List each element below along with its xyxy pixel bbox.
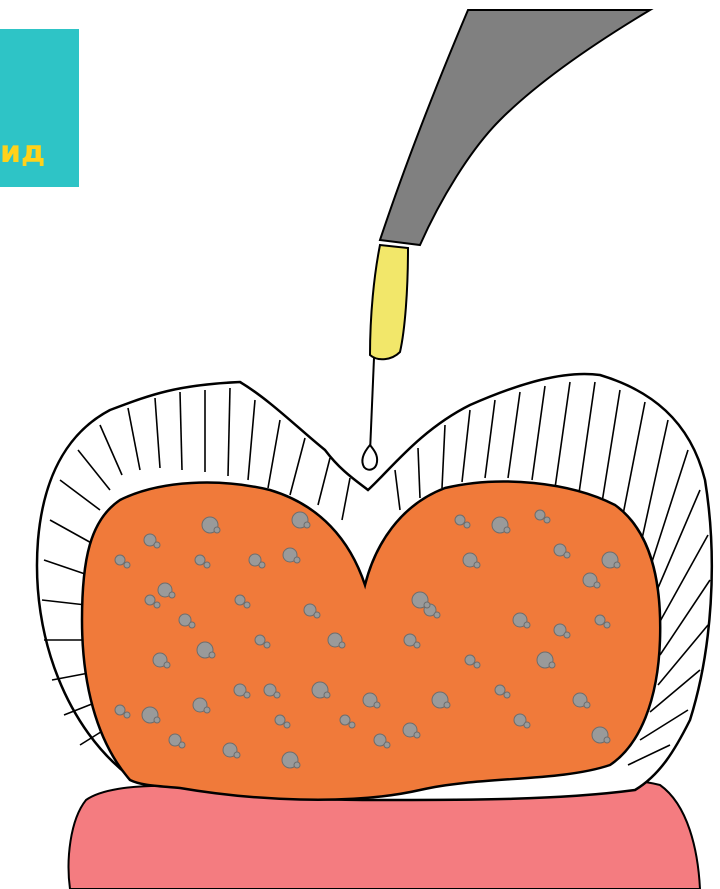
drop-thread (370, 358, 374, 452)
particle (414, 732, 420, 738)
particle (564, 632, 570, 638)
applicator-icon (380, 10, 650, 245)
particle (444, 702, 450, 708)
particle (204, 707, 210, 713)
particle (384, 742, 390, 748)
particle (284, 722, 290, 728)
particle (259, 562, 265, 568)
particle (549, 662, 555, 668)
particle (314, 612, 320, 618)
particle (564, 552, 570, 558)
particle (495, 685, 505, 695)
particle (154, 717, 160, 723)
particle (124, 562, 130, 568)
particle (145, 595, 155, 605)
particle (304, 522, 310, 528)
applicator-tip (370, 245, 408, 359)
particle (274, 692, 280, 698)
particle (209, 652, 215, 658)
particle (504, 692, 510, 698)
particle (535, 510, 545, 520)
particle (294, 557, 300, 563)
particle (374, 702, 380, 708)
particle (434, 612, 440, 618)
particle (214, 527, 220, 533)
particle (524, 622, 530, 628)
particle (294, 762, 300, 768)
particle (244, 692, 250, 698)
particle (234, 752, 240, 758)
particle (195, 555, 205, 565)
particle (324, 692, 330, 698)
particle (244, 602, 250, 608)
particle (235, 595, 245, 605)
particle (164, 662, 170, 668)
particle (584, 702, 590, 708)
particle (504, 527, 510, 533)
particle (179, 742, 185, 748)
particle (124, 712, 130, 718)
particle (264, 642, 270, 648)
drop-icon (362, 445, 377, 470)
particle (464, 522, 470, 528)
particle (604, 737, 610, 743)
particle (595, 615, 605, 625)
particle (604, 622, 610, 628)
particle (614, 562, 620, 568)
particle (154, 542, 160, 548)
particle (169, 592, 175, 598)
particle (544, 517, 550, 523)
particle (154, 602, 160, 608)
particle (524, 722, 530, 728)
particle (594, 582, 600, 588)
particle (465, 655, 475, 665)
particle (204, 562, 210, 568)
particle (189, 622, 195, 628)
particle (115, 705, 125, 715)
particle (424, 602, 430, 608)
particle (455, 515, 465, 525)
particle (474, 662, 480, 668)
particle (115, 555, 125, 565)
particle (339, 642, 345, 648)
particle (275, 715, 285, 725)
particle (414, 642, 420, 648)
particle (474, 562, 480, 568)
particle (349, 722, 355, 728)
particle (255, 635, 265, 645)
particle (340, 715, 350, 725)
